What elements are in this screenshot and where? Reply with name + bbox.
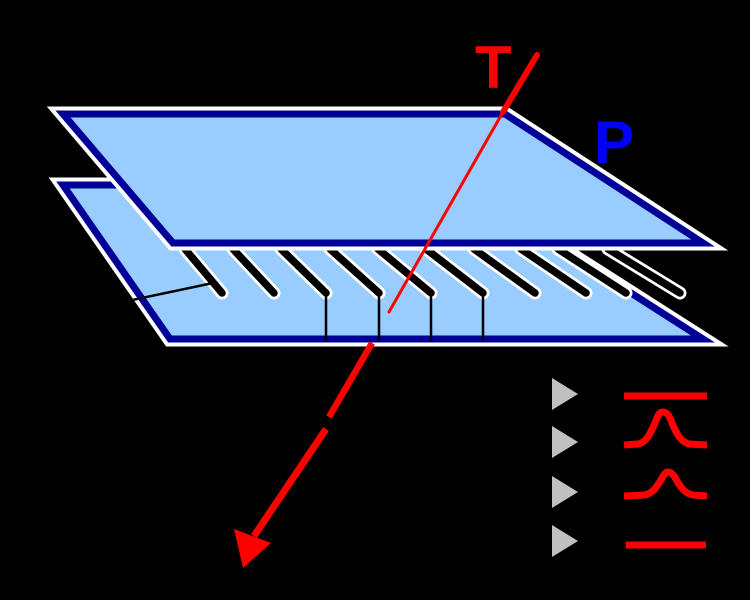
track-label: T (475, 34, 512, 101)
amplifier-triangle-icon (552, 378, 578, 410)
amplifier-triangles (552, 378, 578, 557)
plate-label: P (594, 109, 634, 176)
plate-upper-body (55, 110, 715, 247)
signal-small-pulse (623, 468, 708, 500)
amplifier-triangle-icon (552, 525, 578, 557)
readout-strips (178, 242, 687, 300)
particle-track-arrow (234, 341, 375, 568)
strip-readout-wires (324, 291, 485, 341)
amplifier-triangle-icon (552, 476, 578, 508)
amplifier-triangle-icon (552, 426, 578, 458)
signal-waveforms (623, 392, 708, 549)
particle-track-line (387, 52, 540, 314)
cathode-plate-upper (46, 106, 729, 251)
strip-callout-line (117, 281, 214, 305)
signal-large-pulse (623, 408, 708, 449)
arrowhead (234, 529, 271, 568)
